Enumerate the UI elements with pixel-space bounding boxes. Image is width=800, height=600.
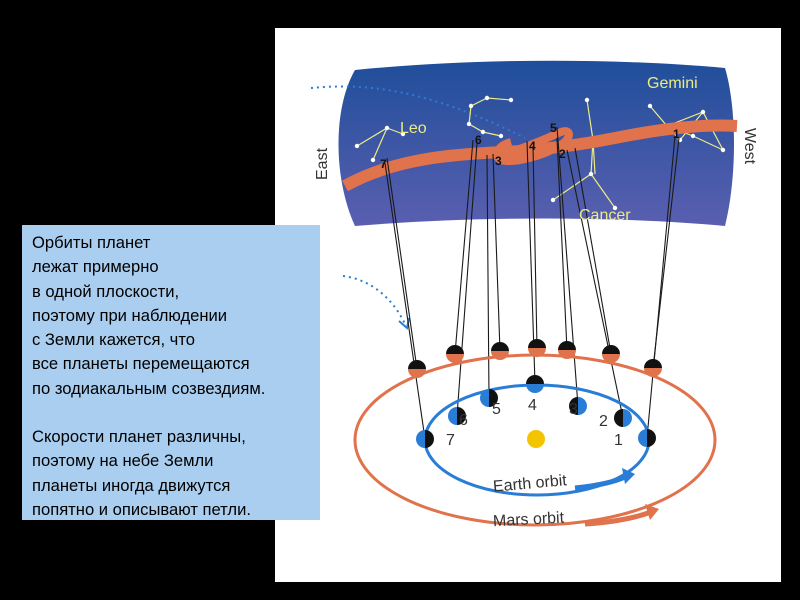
callout-line: попятно и описывают петли. <box>32 498 312 522</box>
mars-orbit-label: Mars orbit <box>493 509 565 530</box>
callout-line: поэтому при наблюдении <box>32 304 312 328</box>
diagram-figure: East West Leo Gemini Cancer 1 2 3 4 5 6 … <box>275 28 781 582</box>
loop-label-7: 7 <box>380 157 387 171</box>
loop-label-2: 2 <box>559 147 566 161</box>
constellation-label-cancer: Cancer <box>579 207 631 224</box>
loop-label-5: 5 <box>550 121 557 135</box>
callout-line: все планеты перемещаются <box>32 352 312 376</box>
earth-orbit-arrow <box>575 476 627 488</box>
earth-position-label-6: 6 <box>459 412 468 429</box>
callout-paragraph-orbits: Орбиты планет лежат примерно в одной пло… <box>32 231 312 401</box>
earth-position-label-2: 2 <box>599 413 608 430</box>
diagram-svg: East West Leo Gemini Cancer 1 2 3 4 5 6 … <box>275 28 781 582</box>
loop-label-3: 3 <box>495 154 502 168</box>
callout-line: Скорости планет различны, <box>32 425 312 449</box>
explanation-callout: Орбиты планет лежат примерно в одной пло… <box>22 225 320 520</box>
west-label: West <box>741 128 758 165</box>
loop-label-6: 6 <box>475 133 482 147</box>
east-label: East <box>314 147 331 180</box>
earth-position-label-5: 5 <box>492 401 501 418</box>
callout-line: планеты иногда движутся <box>32 474 312 498</box>
callout-line: поэтому на небе Земли <box>32 449 312 473</box>
constellation-label-gemini: Gemini <box>647 75 698 92</box>
constellation-label-leo: Leo <box>400 120 427 137</box>
callout-line: в одной плоскости, <box>32 280 312 304</box>
sun <box>527 430 545 448</box>
loop-label-4: 4 <box>529 139 536 153</box>
earth-orbit-label: Earth orbit <box>492 472 568 495</box>
earth-position-label-4: 4 <box>528 397 537 414</box>
callout-paragraph-speeds: Скорости планет различны, поэтому на неб… <box>32 425 312 522</box>
callout-line: по зодиакальным созвездиям. <box>32 377 312 401</box>
callout-line: лежат примерно <box>32 255 312 279</box>
loop-label-1: 1 <box>673 127 680 141</box>
earth-position-label-1: 1 <box>614 432 623 449</box>
callout-line: с Земли кажется, что <box>32 328 312 352</box>
earth-position-label-7: 7 <box>446 432 455 449</box>
earth-position-label-3: 3 <box>569 401 578 418</box>
callout-line: Орбиты планет <box>32 231 312 255</box>
mars-orbit-arrow <box>585 512 651 524</box>
dotted-guide-arrow-bottom <box>343 276 405 324</box>
